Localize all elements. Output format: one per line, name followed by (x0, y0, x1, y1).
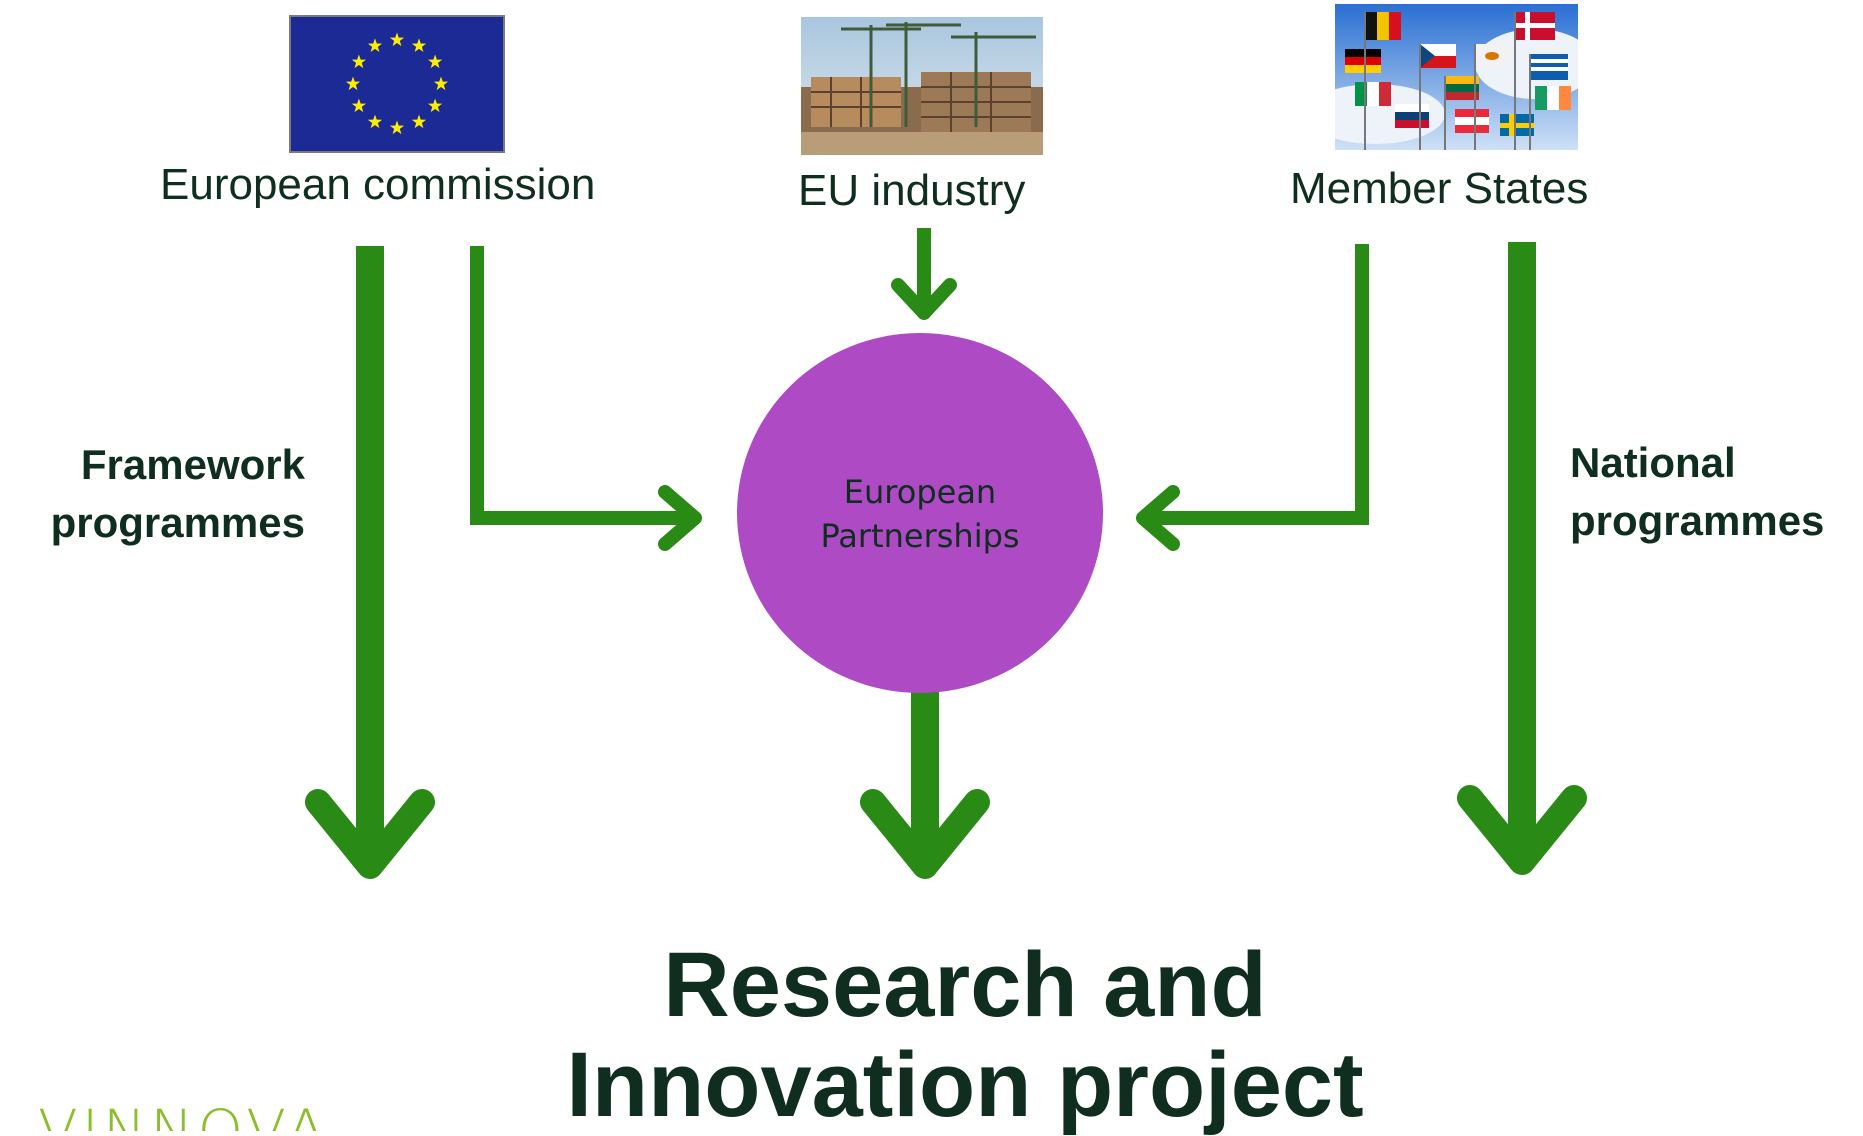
eu-star-icon (351, 54, 367, 69)
member-state-flags-photo (1335, 4, 1578, 150)
european-partnerships-label-line1: European (843, 473, 997, 511)
eu-star-icon (427, 54, 443, 69)
outcome-title-line2: Innovation project (566, 1034, 1364, 1136)
partnerships-to-outcome-arrow (860, 690, 990, 879)
construction-site-photo (801, 17, 1043, 155)
framework-programmes-label: Framework programmes (10, 436, 305, 552)
national-programmes-label: National programmes (1570, 434, 1860, 550)
outcome-title-line1: Research and (663, 934, 1267, 1036)
source-label-eu-industry: EU industry (798, 166, 1026, 215)
national-programmes-label-line1: National (1570, 439, 1736, 486)
eu-star-icon (351, 98, 367, 113)
commission-to-partnerships-arrow (470, 246, 702, 551)
national-programmes-label-line2: programmes (1570, 497, 1825, 544)
source-label-european-commission: European commission (160, 160, 596, 209)
industry-to-partnerships-arrow (891, 228, 957, 320)
eu-star-icon (427, 98, 443, 113)
vinnova-logo: VINNOVA (38, 1097, 330, 1131)
member-states-to-partnerships-arrow (1136, 244, 1369, 551)
european-partnerships-label: European Partnerships (737, 470, 1103, 558)
framework-programmes-label-line1: Framework (80, 441, 305, 488)
national-programmes-arrow (1457, 242, 1587, 875)
eu-star-icon (367, 38, 383, 52)
eu-star-icon (411, 114, 427, 129)
eu-stars (345, 32, 449, 135)
eu-flag-image (289, 15, 505, 153)
eu-star-icon (367, 114, 383, 129)
eu-star-icon (411, 38, 427, 52)
european-partnerships-circle (737, 333, 1103, 693)
european-partnerships-label-line2: Partnerships (820, 517, 1020, 555)
outcome-title: Research and Innovation project (440, 935, 1490, 1135)
eu-star-icon (345, 76, 361, 91)
source-label-member-states: Member States (1290, 164, 1589, 213)
eu-star-icon (389, 120, 405, 135)
framework-programmes-label-line2: programmes (50, 499, 305, 546)
eu-star-icon (433, 76, 449, 91)
eu-star-icon (389, 32, 405, 47)
framework-programmes-arrow (305, 246, 435, 879)
